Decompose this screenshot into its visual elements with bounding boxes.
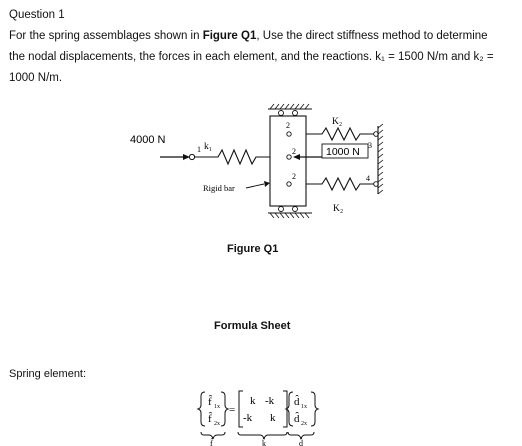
top-roller-1 xyxy=(278,110,284,116)
node-2-top-marker xyxy=(286,131,292,137)
force-arrow-left-head xyxy=(183,154,190,160)
d-underbrace xyxy=(287,431,315,440)
node-2-mid-marker xyxy=(286,154,292,160)
k11-entry: k xyxy=(250,395,256,407)
figure-reference: Figure Q1 xyxy=(202,30,257,42)
figure-caption: Figure Q1 xyxy=(227,243,279,255)
formula-sheet-title: Formula Sheet xyxy=(214,320,291,332)
k2-top-label: K₂ xyxy=(332,117,342,127)
k2-bottom-label: K₂ xyxy=(333,204,343,214)
d1x-subscript: 1x xyxy=(301,404,307,410)
d1x-symbol: d̂ xyxy=(294,394,300,408)
top-roller-2 xyxy=(292,110,298,116)
question-line-2: the nodal displacements, the forces in e… xyxy=(9,51,494,63)
d-vector-left-brace xyxy=(284,391,294,427)
k21-entry: -k xyxy=(243,412,253,424)
equals-sign: = xyxy=(229,404,235,416)
rigid-bar-pointer-head xyxy=(264,181,270,187)
k-matrix-symbol: k̂ xyxy=(262,437,266,446)
f2x-subscript: 2x xyxy=(214,421,220,427)
bottom-support-hatch xyxy=(269,212,310,219)
spring-k2-top xyxy=(306,126,376,142)
bottom-roller-1 xyxy=(278,206,284,212)
k-underbrace xyxy=(237,431,288,440)
d2x-symbol: d̂ xyxy=(294,411,300,425)
k1-label: k₁ xyxy=(204,142,212,152)
node-4-label: 4 xyxy=(366,174,370,183)
rigid-bar xyxy=(269,115,307,207)
question-line-1-end: , Use the direct stiffness method to det… xyxy=(256,30,488,42)
node-2-mid-label: 2 xyxy=(292,147,296,156)
k-matrix-left-bracket xyxy=(238,390,243,428)
force-right-box xyxy=(321,143,369,159)
f2x-symbol: f̂ xyxy=(208,411,213,425)
rigid-bar-pointer xyxy=(245,183,265,189)
node-1-label: 1 xyxy=(197,145,201,154)
f-vector-right-brace xyxy=(220,391,230,427)
node-2-low-label: 2 xyxy=(292,172,296,181)
node-2-low-marker xyxy=(286,181,292,187)
question-line-1: For the spring assemblages shown in Figu… xyxy=(9,29,488,43)
question-title: Question 1 xyxy=(9,9,65,21)
question-line-3: 1000 N/m. xyxy=(9,72,63,84)
spring-element-label: Spring element: xyxy=(9,368,87,380)
rigid-bar-label: Rigid bar xyxy=(203,183,235,193)
node-1-marker xyxy=(188,153,196,161)
node-3-label: 3 xyxy=(368,141,372,150)
question-line-1-start: For the spring assemblages shown in xyxy=(9,30,203,42)
spring-k2-bottom xyxy=(306,176,376,192)
spring-k1 xyxy=(194,148,270,166)
d-vector-symbol: d̂ xyxy=(299,437,303,446)
node-2-top-label: 2 xyxy=(286,121,290,130)
force-arrow-right-head xyxy=(293,154,300,160)
force-left-label: 4000 N xyxy=(130,134,166,146)
f-vector-left-brace xyxy=(196,391,206,427)
f1x-subscript: 1x xyxy=(214,404,220,410)
k12-entry: -k xyxy=(265,395,275,407)
top-support-hatch xyxy=(269,103,310,110)
f-underbrace xyxy=(200,431,226,440)
spring-element-equation xyxy=(196,390,320,440)
d2x-subscript: 2x xyxy=(301,421,307,427)
k22-entry: k xyxy=(270,412,276,424)
bottom-roller-2 xyxy=(292,206,298,212)
right-wall-hatch xyxy=(377,123,384,195)
f1x-symbol: f̂ xyxy=(208,394,213,408)
d-vector-right-brace xyxy=(310,391,320,427)
force-right-label: 1000 N xyxy=(326,146,360,158)
f-vector-symbol: f̂ xyxy=(210,437,214,446)
